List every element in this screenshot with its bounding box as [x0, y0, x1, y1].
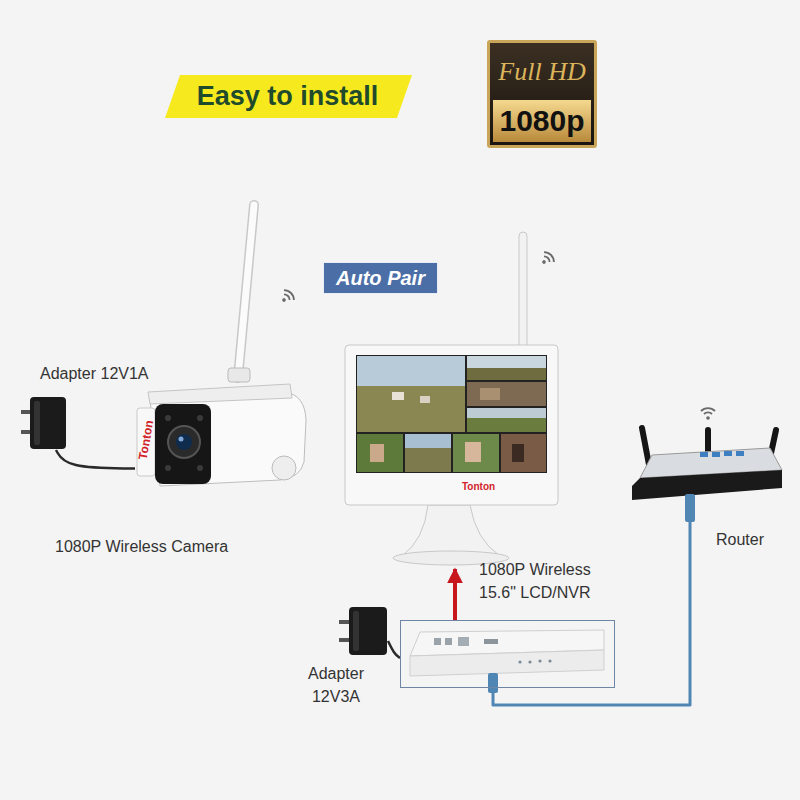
hd-badge: Full HD1080p [487, 40, 597, 148]
cable [388, 641, 400, 658]
wifi-icon [278, 288, 296, 306]
cable [493, 520, 690, 705]
lcd-monitor: Tonton [345, 345, 558, 567]
adapter-drawing [339, 607, 387, 655]
wireless-camera: 1080P Wireless Camera [135, 375, 307, 485]
arrow-connector [453, 569, 457, 620]
node-text: Auto Pair [336, 267, 425, 290]
adapter-drawing [21, 397, 66, 449]
node-text: Adapter 12V3A [291, 662, 381, 708]
nvr-drawing [410, 630, 604, 693]
power-adapter: Adapter 12V1A [28, 395, 68, 450]
auto-pair-box: Auto Pair [323, 262, 438, 294]
node-text: 1080p [493, 100, 591, 142]
node-text: Tonton [462, 481, 495, 492]
title: Easy to install [165, 75, 410, 118]
power-adapter: Adapter 12V3A [348, 606, 388, 656]
node-text: 1080P Wireless 15.6" LCD/NVR [479, 558, 614, 604]
nvr-box: 1080P Wireless 15.6" LCD/NVR [400, 620, 615, 688]
wifi-icon [538, 250, 556, 268]
node-text: Adapter 12V1A [40, 362, 149, 385]
camera-drawing [137, 205, 306, 486]
router-drawing [632, 428, 782, 522]
node-text: Full HD [490, 43, 594, 100]
router: Router [625, 400, 783, 520]
node-text: 1080P Wireless Camera [55, 535, 228, 558]
title-banner [165, 75, 412, 118]
wifi-icon [701, 408, 715, 420]
cable [56, 450, 135, 469]
brand-logo: Tonton [135, 417, 156, 463]
node-text: Router [716, 528, 764, 551]
